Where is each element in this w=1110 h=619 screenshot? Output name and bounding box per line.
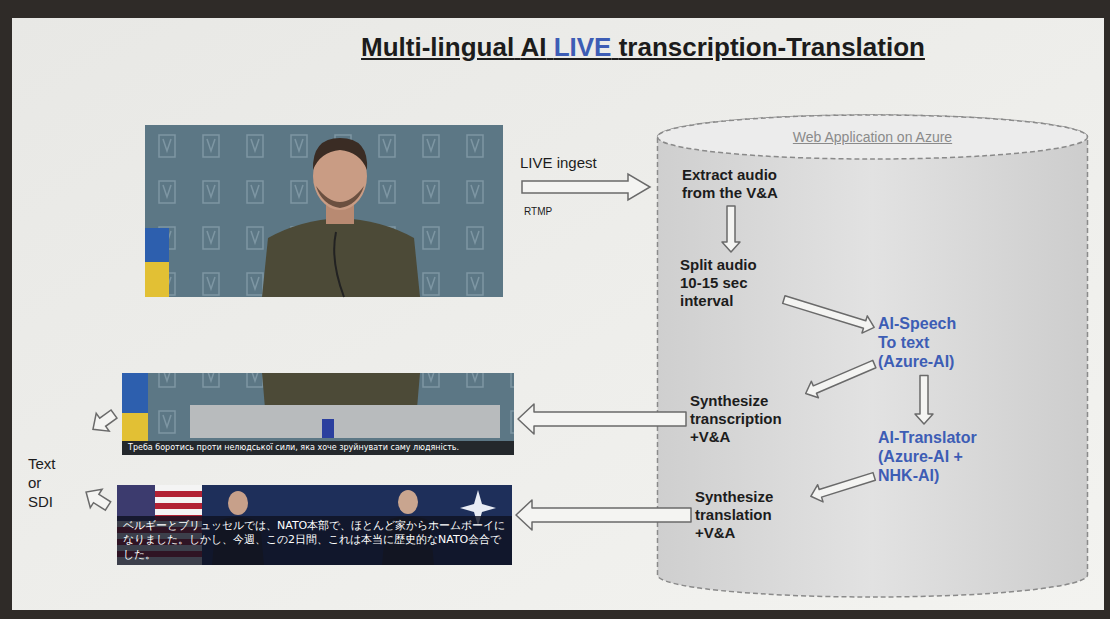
title-word: AI [520, 32, 546, 62]
transcription-video-frame [122, 373, 514, 455]
subtitle-video-frame: ベルギーとブリュッセルでは、NATO本部で、ほとんど家からホームボーイになりまし… [117, 485, 512, 565]
translation-video-frame [117, 485, 512, 565]
step-text: Synthesize translation +V&A [695, 488, 807, 542]
output-arrow [86, 405, 120, 438]
flag-blue [122, 373, 148, 413]
process-step: Extract audio from the V&A [682, 166, 807, 202]
live-video-frame [145, 125, 503, 297]
slide-title: Multi-lingual AI LIVE transcription-Tran… [361, 32, 925, 62]
protocol-label: RTMP [524, 206, 552, 219]
process-step: Synthesize transcription +V&A [690, 392, 802, 446]
process-step: Split audio 10-15 sec interval [680, 256, 780, 310]
video-backdrop [145, 125, 503, 297]
speaker-shirt [262, 218, 420, 297]
title-word: LIVE [554, 32, 612, 62]
title-wrapper: Multi-lingual AI LIVE transcription-Tran… [160, 32, 1110, 63]
flag-yellow [145, 262, 169, 297]
title-word [546, 32, 553, 62]
title-word [611, 32, 618, 62]
speaker-hair [313, 138, 367, 170]
subtitle-video-frame: Треба боротись проти нелюдської сили, як… [122, 373, 514, 455]
subtitle-text: ベルギーとブリュッセルでは、NATO本部で、ほとんど家からホームボーイになりまし… [117, 516, 512, 565]
step-text: Synthesize transcription +V&A [690, 392, 802, 446]
person-head [228, 491, 248, 515]
flag-blue [145, 228, 169, 262]
title-word: Multi-lingual [361, 32, 514, 62]
ai-service-step: AI-Speech To text (Azure-AI) [878, 314, 970, 372]
step-text: AI-Speech To text (Azure-AI) [878, 314, 970, 372]
speaker-beard [316, 186, 364, 208]
cloud-app-cylinder: Web Application on AzureExtract audio fr… [655, 112, 1090, 600]
protocol-label: LIVE ingest [520, 154, 597, 173]
process-step: Synthesize translation +V&A [695, 488, 807, 542]
label-wrapper: Text or SDI [28, 455, 64, 511]
microphone [334, 232, 344, 297]
video-backdrop [122, 373, 514, 455]
title-word: transcription-Translation [619, 32, 925, 62]
ingest-arrow [522, 174, 650, 200]
podium-bar [190, 405, 500, 438]
slide-background [12, 18, 1104, 610]
video-backdrop [117, 485, 512, 565]
cylinder-body [658, 115, 1088, 597]
step-text: Split audio 10-15 sec interval [680, 256, 780, 310]
label-wrapper: LIVE ingest [520, 154, 597, 173]
step-text: Extract audio from the V&A [682, 166, 807, 202]
label-wrapper: RTMP [524, 206, 552, 219]
title-word [514, 32, 520, 62]
output-label: Text or SDI [28, 455, 64, 511]
podium-mark [322, 419, 334, 438]
step-text: AI-Translator (Azure-AI + NHK-AI) [878, 428, 996, 486]
person-head [398, 490, 418, 514]
container-title: Web Application on Azure [655, 129, 1090, 146]
ai-service-step: AI-Translator (Azure-AI + NHK-AI) [878, 428, 996, 486]
subtitle-text: Треба боротись проти нелюдської сили, як… [122, 441, 514, 455]
output-arrow [80, 483, 114, 516]
